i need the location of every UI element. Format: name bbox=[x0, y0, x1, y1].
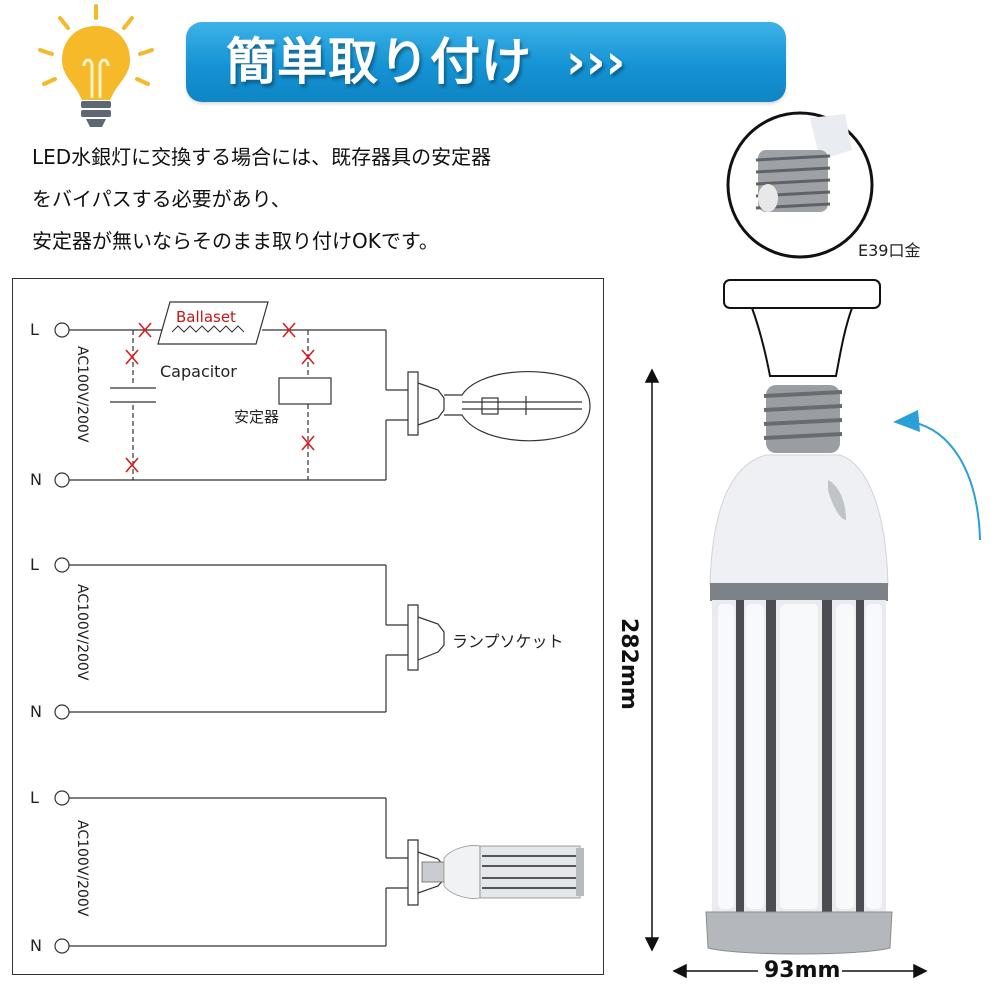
stabilizer-label: 安定器 bbox=[234, 408, 280, 426]
diagram-1-line-label: L bbox=[30, 320, 39, 339]
socket-adapter bbox=[723, 279, 881, 377]
ballast-symbol bbox=[157, 301, 269, 345]
description-line-2: をバイパスする必要があり、 bbox=[32, 187, 291, 211]
diagram-3-line-label: L bbox=[30, 788, 39, 807]
diagram-1-wires bbox=[54, 322, 591, 488]
page-title: 簡単取り付け bbox=[226, 33, 532, 91]
e39-base-closeup bbox=[726, 111, 874, 259]
diagram-3-wires bbox=[54, 790, 445, 954]
lightbulb-icon bbox=[22, 2, 162, 132]
diagram-2-line-label: L bbox=[30, 555, 39, 574]
diagram-2-voltage: AC100V/200V bbox=[74, 584, 90, 681]
small-corn-lamp bbox=[421, 845, 584, 899]
diagram-2-wires bbox=[54, 557, 445, 720]
title-banner bbox=[186, 22, 786, 102]
diagram-1-voltage: AC100V/200V bbox=[74, 346, 90, 443]
diagram-3-voltage: AC100V/200V bbox=[74, 820, 90, 917]
cross-icon bbox=[125, 322, 315, 473]
diagram-3-neutral-label: N bbox=[30, 936, 42, 955]
width-dimension-arrow bbox=[672, 963, 928, 979]
diagram-1-neutral-label: N bbox=[30, 470, 42, 489]
description-line-3: 安定器が無いならそのまま取り付けOKです。 bbox=[32, 229, 439, 253]
capacitor-label: Capacitor bbox=[160, 362, 237, 381]
corn-bulb-image bbox=[705, 385, 893, 955]
width-dimension-label: 93mm bbox=[764, 958, 841, 983]
height-dimension-label: 282mm bbox=[616, 618, 641, 710]
socket-label: ランプソケット bbox=[452, 632, 564, 651]
ballast-label: Ballaset bbox=[176, 308, 236, 326]
chevrons-icon: ››› bbox=[566, 34, 626, 90]
height-dimension-arrow bbox=[644, 368, 660, 952]
description-line-1: LED水銀灯に交換する場合には、既存器具の安定器 bbox=[32, 145, 492, 169]
e39-base-label: E39口金 bbox=[858, 241, 921, 260]
diagram-2-neutral-label: N bbox=[30, 702, 42, 721]
insert-arrow-icon bbox=[893, 410, 981, 541]
